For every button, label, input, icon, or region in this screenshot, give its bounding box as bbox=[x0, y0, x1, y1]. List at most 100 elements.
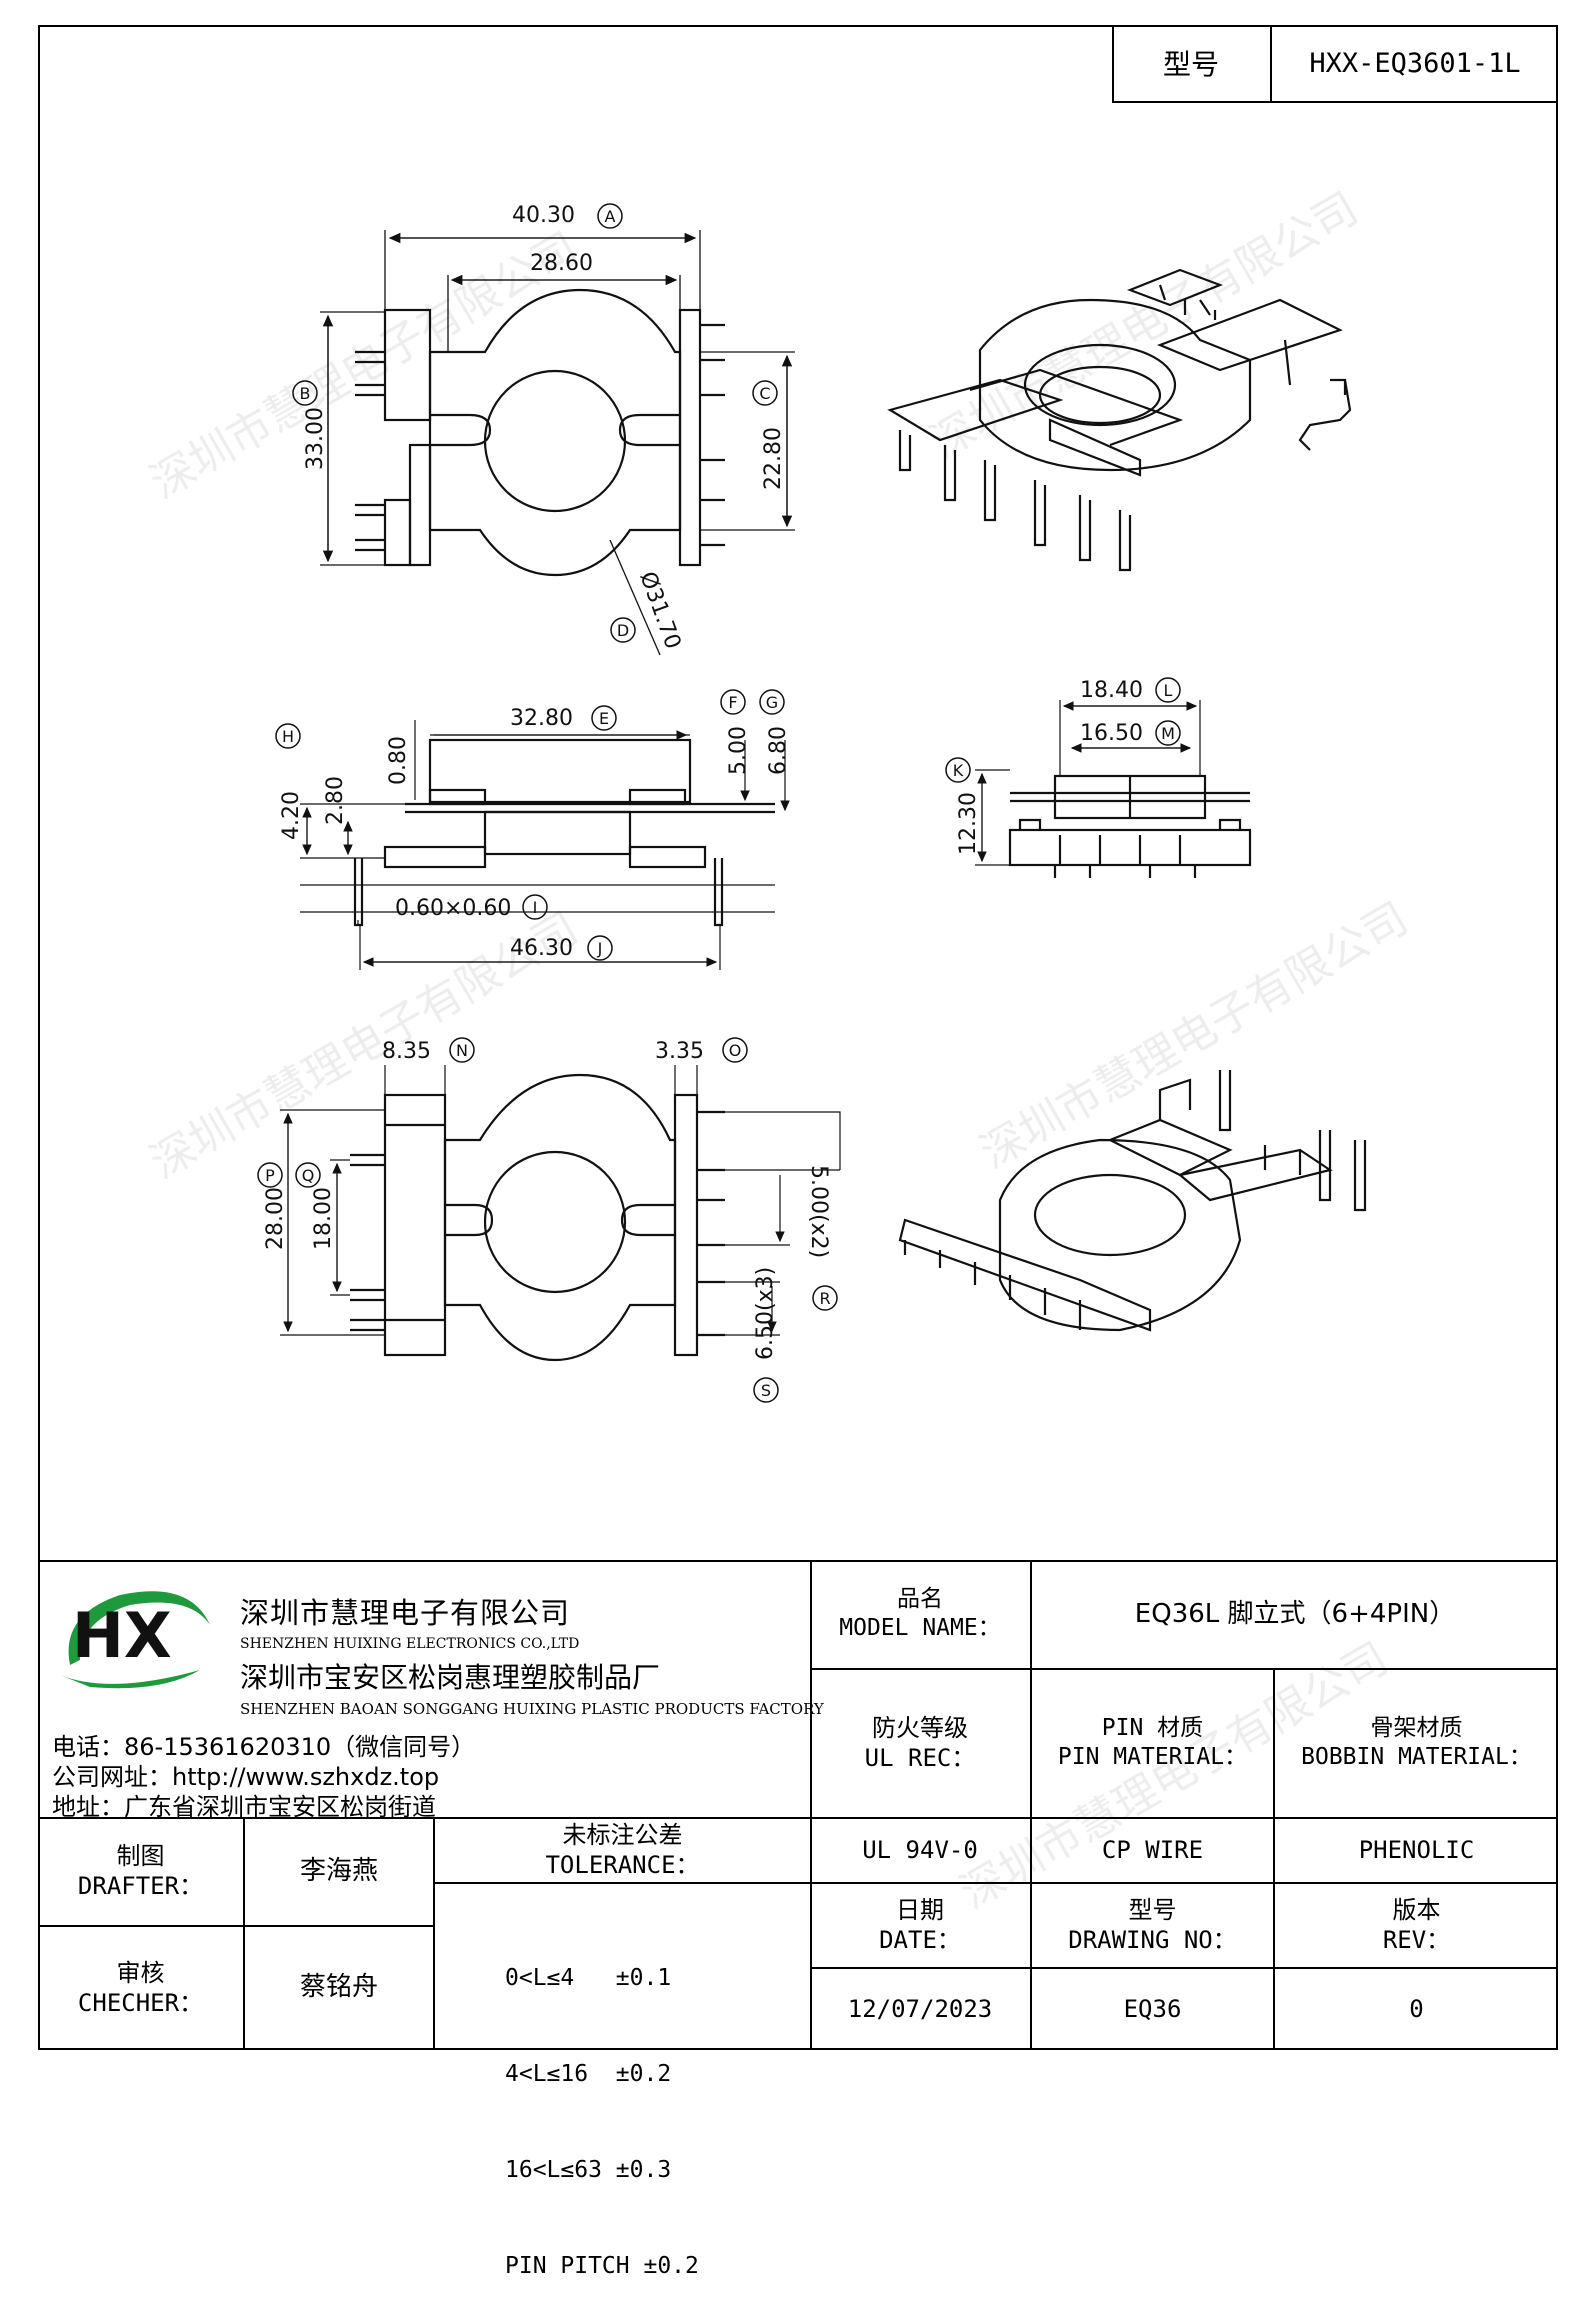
dim-B-value: 33.00 bbox=[303, 407, 328, 470]
drawing-no-value: EQ36 bbox=[1123, 1994, 1182, 2023]
dim-G-value: 6.80 bbox=[766, 726, 791, 775]
top-view-1 bbox=[320, 230, 795, 656]
bobbin-material-value: PHENOLIC bbox=[1358, 1835, 1475, 1864]
checker-value: 蔡铭舟 bbox=[299, 1972, 378, 2003]
svg-text:O: O bbox=[729, 1041, 742, 1060]
marker-F: F bbox=[720, 689, 746, 715]
company-logo: HX bbox=[60, 1591, 210, 1689]
marker-D: D bbox=[610, 617, 636, 643]
dim-top-value: 0.80 bbox=[386, 736, 411, 785]
svg-text:N: N bbox=[456, 1041, 468, 1060]
marker-C: C bbox=[752, 380, 778, 406]
dim-M-value: 16.50 bbox=[1080, 721, 1143, 746]
svg-text:M: M bbox=[1161, 724, 1175, 743]
marker-S: S bbox=[753, 1377, 779, 1403]
dim-A-value: 40.30 bbox=[512, 203, 575, 228]
marker-K: K bbox=[945, 757, 971, 783]
marker-R: R bbox=[812, 1285, 838, 1311]
dim-L-value: 18.40 bbox=[1080, 678, 1143, 703]
dim-inner-width: 28.60 bbox=[530, 251, 593, 276]
tolerance-row: 16<L≤63 ±0.3 bbox=[505, 2157, 672, 2183]
company-website: 公司网址：http://www.szhxdz.top bbox=[52, 1763, 440, 1791]
dim-I-value: 0.60×0.60 bbox=[395, 896, 511, 921]
marker-M: M bbox=[1155, 720, 1181, 746]
svg-text:P: P bbox=[265, 1166, 275, 1185]
svg-text:I: I bbox=[533, 898, 538, 917]
drafter-value: 李海燕 bbox=[299, 1855, 378, 1886]
marker-G: G bbox=[759, 689, 785, 715]
rev-value: 0 bbox=[1409, 1994, 1424, 2023]
factory-name-en: SHENZHEN BAOAN SONGGANG HUIXING PLASTIC … bbox=[240, 1700, 824, 1718]
pin-material-value: CP WIRE bbox=[1101, 1835, 1204, 1864]
marker-P: P bbox=[257, 1162, 283, 1188]
tolerance-row: 0<L≤4 ±0.1 bbox=[505, 1965, 672, 1991]
svg-text:A: A bbox=[605, 207, 616, 226]
svg-text:H: H bbox=[282, 727, 294, 746]
company-name-en: SHENZHEN HUIXING ELECTRONICS CO.,LTD bbox=[240, 1636, 580, 1652]
company-name-cn: 深圳市慧理电子有限公司 bbox=[240, 1596, 571, 1630]
dim-J-value: 46.30 bbox=[510, 936, 573, 961]
dim-E-value: 32.80 bbox=[510, 706, 573, 731]
tolerance-row: PIN PITCH ±0.2 bbox=[505, 2253, 699, 2279]
bottom-view-4 bbox=[280, 1065, 841, 1362]
svg-text:F: F bbox=[728, 693, 737, 712]
tolerance-row: 4<L≤16 ±0.2 bbox=[505, 2061, 672, 2087]
svg-text:HX: HX bbox=[72, 1599, 172, 1672]
svg-text:J: J bbox=[597, 939, 603, 958]
model-header-label: 型号 bbox=[1162, 47, 1219, 81]
model-header-box bbox=[1112, 25, 1558, 103]
dim-N-value: 8.35 bbox=[382, 1039, 431, 1064]
dim-C-value: 22.80 bbox=[761, 427, 786, 490]
svg-text:C: C bbox=[759, 384, 770, 403]
dim-S-value: 6.50(x3) bbox=[753, 1267, 778, 1360]
model-name-value: EQ36L 脚立式（6+4PIN） bbox=[1134, 1598, 1456, 1629]
marker-A: A bbox=[597, 203, 623, 229]
dim-Q-value: 18.00 bbox=[311, 1187, 336, 1250]
marker-Q: Q bbox=[295, 1162, 321, 1188]
svg-text:S: S bbox=[761, 1381, 771, 1400]
svg-text:L: L bbox=[1164, 681, 1173, 700]
ul-rec-value: UL 94V-0 bbox=[862, 1835, 978, 1864]
dim-O-value: 3.35 bbox=[655, 1039, 704, 1064]
marker-N: N bbox=[449, 1037, 475, 1063]
company-address: 地址：广东省深圳市宝安区松岗街道 bbox=[52, 1793, 436, 1821]
isometric-view-1 bbox=[887, 268, 1352, 572]
svg-text:K: K bbox=[953, 761, 964, 780]
dim-h2-value: 2.80 bbox=[323, 776, 348, 825]
marker-B: B bbox=[292, 380, 318, 406]
technical-drawing: 40.30 28.60 33.00 22.80 Ø31.70 32.80 5.0… bbox=[257, 203, 1367, 1403]
marker-E: E bbox=[591, 705, 617, 731]
front-view-3 bbox=[975, 700, 1252, 878]
tolerance-list: 0<L≤4 ±0.1 4<L≤16 ±0.2 16<L≤63 ±0.3 PIN … bbox=[505, 1898, 699, 2314]
marker-J: J bbox=[587, 935, 613, 961]
svg-text:B: B bbox=[300, 384, 311, 403]
factory-name-cn: 深圳市宝安区松岗惠理塑胶制品厂 bbox=[240, 1661, 661, 1694]
company-phone: 电话：86-15361620310（微信同号） bbox=[52, 1733, 476, 1761]
svg-text:G: G bbox=[766, 693, 778, 712]
dim-R-value: 5.00(x2) bbox=[806, 1165, 831, 1258]
svg-text:E: E bbox=[599, 709, 609, 728]
dim-K-value: 12.30 bbox=[956, 792, 981, 855]
date-value: 12/07/2023 bbox=[847, 1994, 993, 2023]
svg-text:R: R bbox=[819, 1289, 830, 1308]
dim-H-value: 4.20 bbox=[279, 791, 304, 840]
isometric-view-2 bbox=[898, 1070, 1367, 1332]
side-view-2 bbox=[300, 720, 790, 970]
marker-H: H bbox=[275, 723, 301, 749]
drawing-frame bbox=[38, 25, 1558, 2050]
svg-text:Q: Q bbox=[302, 1166, 315, 1185]
dim-D-value: Ø31.70 bbox=[634, 569, 685, 653]
svg-text:D: D bbox=[617, 621, 629, 640]
marker-O: O bbox=[722, 1037, 748, 1063]
dim-P-value: 28.00 bbox=[263, 1187, 288, 1250]
